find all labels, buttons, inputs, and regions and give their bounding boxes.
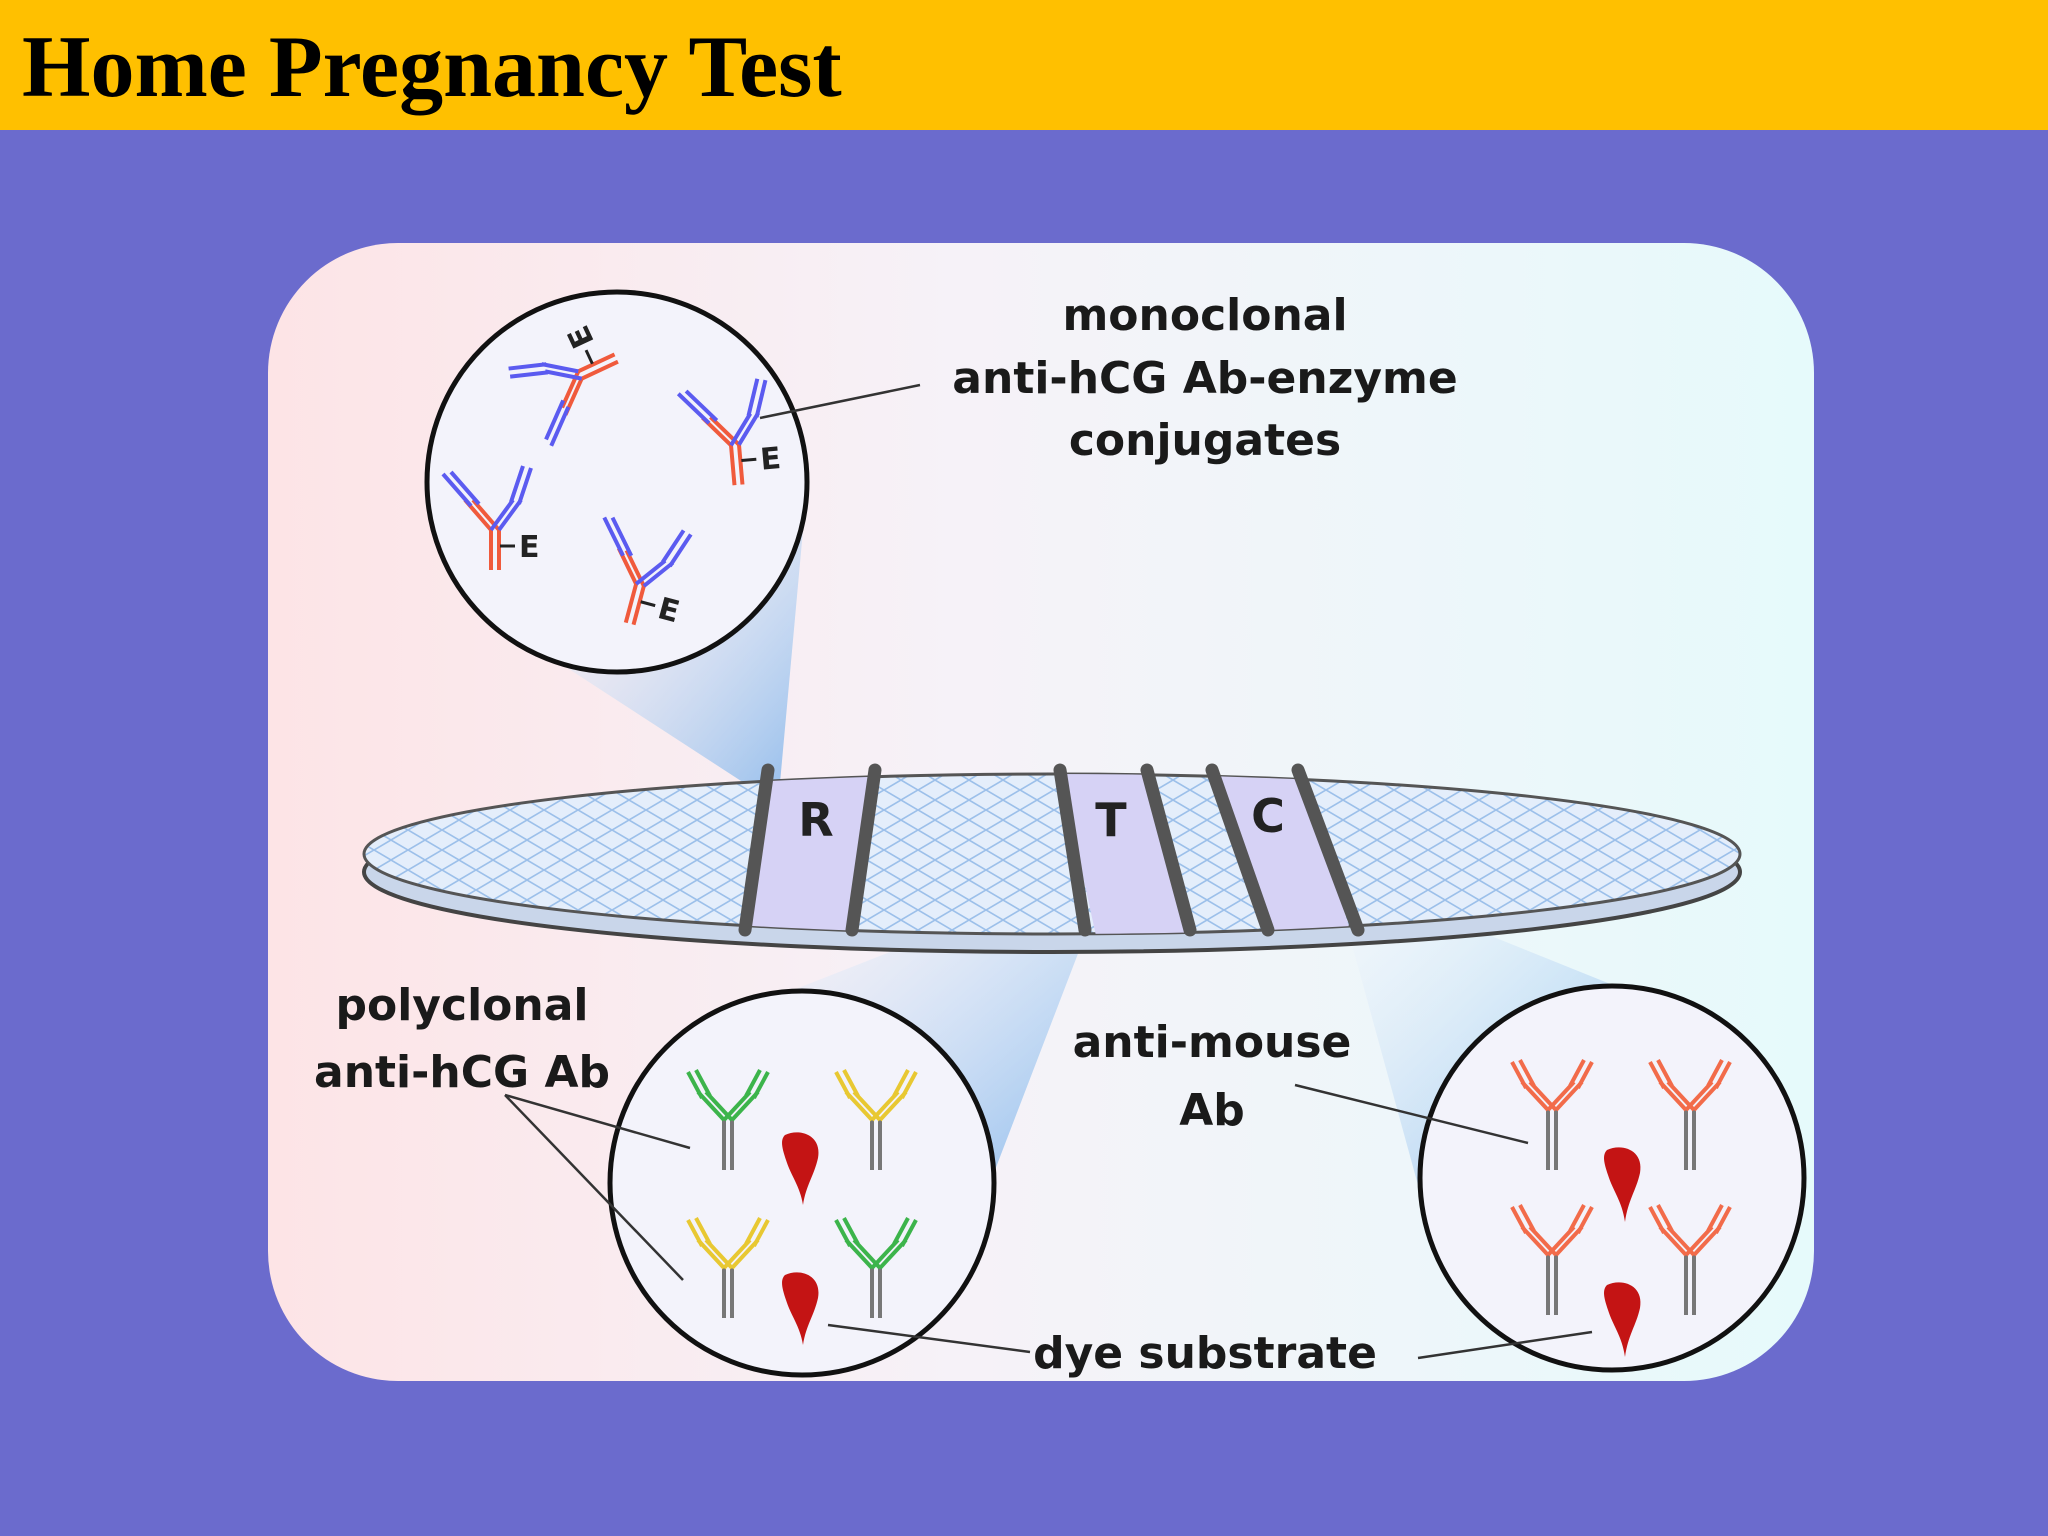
monoclonal-antibody: E (676, 378, 782, 486)
monoclonal-label-line-1: monoclonal (1062, 290, 1347, 341)
dye-substrate-drop (1604, 1282, 1641, 1357)
polyclonal-magnifier (607, 988, 997, 1378)
zone-label-c: C (1251, 789, 1285, 843)
polyclonal-antibody-yellow (834, 1069, 918, 1170)
monoclonal-magnifier: E E E (424, 289, 810, 675)
monoclonal-label-line-2: anti-hCG Ab-enzyme (952, 353, 1457, 404)
monoclonal-antibody: E (441, 465, 540, 570)
anti-mouse-magnifier (1417, 983, 1807, 1373)
enzyme-label: E (759, 441, 782, 478)
anti-mouse-antibody (1510, 1204, 1594, 1315)
test-strip: R T C (362, 763, 1742, 954)
zone-label-r: R (798, 793, 833, 847)
anti-mouse-label-line-2: Ab (1179, 1085, 1245, 1136)
leader-lines (504, 383, 1593, 1360)
polyclonal-label-line-2: anti-hCG Ab (314, 1047, 610, 1098)
monoclonal-label-line-3: conjugates (1069, 415, 1341, 466)
dye-substrate-drop (782, 1272, 819, 1345)
dye-substrate-drop (1604, 1147, 1641, 1222)
anti-mouse-antibody (1510, 1059, 1594, 1170)
page-title: Home Pregnancy Test (22, 19, 842, 116)
anti-mouse-label-line-1: anti-mouse (1073, 1017, 1352, 1068)
dye-substrate-label: dye substrate (1033, 1328, 1377, 1379)
polyclonal-antibody-yellow (686, 1217, 770, 1318)
polyclonal-label-line-1: polyclonal (336, 980, 589, 1031)
title-bar: Home Pregnancy Test (0, 0, 2048, 130)
zone-label-t: T (1095, 793, 1127, 847)
enzyme-label: E (519, 530, 540, 565)
polyclonal-antibody-green (834, 1217, 918, 1318)
anti-mouse-antibody (1648, 1059, 1732, 1170)
polyclonal-antibody-green (686, 1069, 770, 1170)
dye-substrate-drop (782, 1132, 819, 1205)
anti-mouse-antibody (1648, 1204, 1732, 1315)
